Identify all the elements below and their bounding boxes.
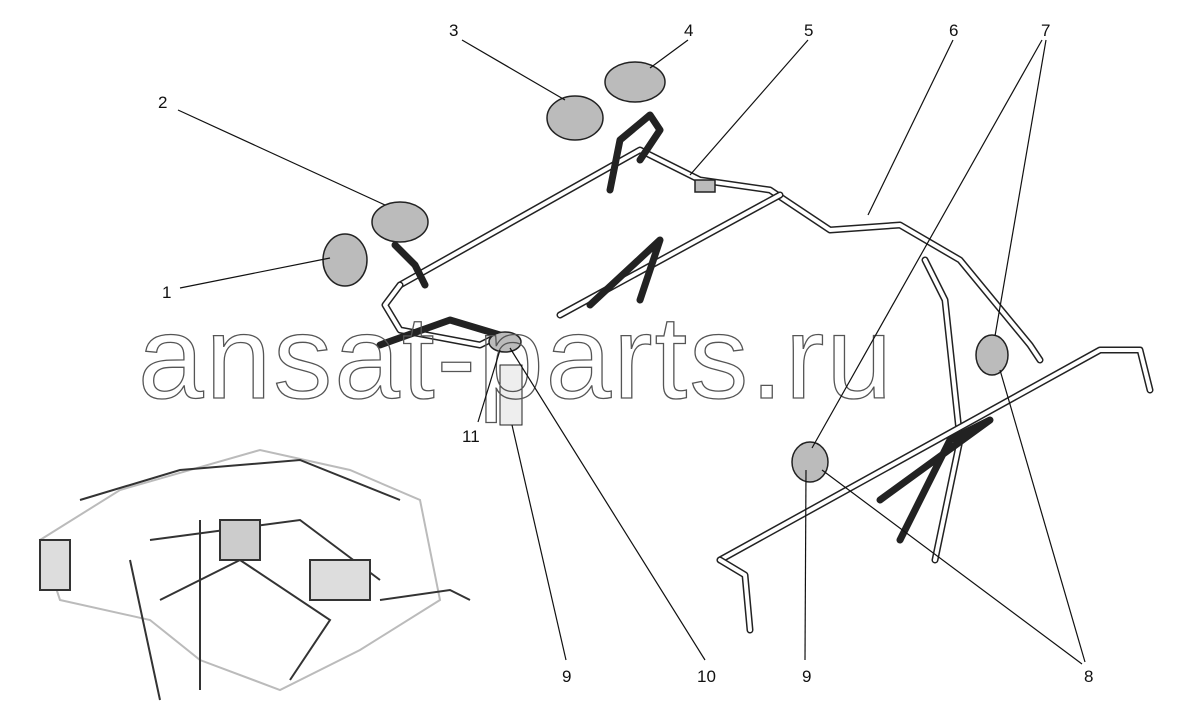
lamp-2 — [371, 201, 429, 243]
callout-9-right: 9 — [802, 667, 811, 686]
roof-harness — [376, 111, 1154, 634]
callout-7: 7 — [1041, 21, 1050, 40]
watermark: ansat-parts.ru — [138, 292, 894, 424]
callout-5: 5 — [804, 21, 813, 40]
inset-vehicle-harness — [38, 448, 471, 701]
speaker-7 — [975, 334, 1009, 376]
callout-10: 10 — [697, 667, 716, 686]
lamp-4 — [604, 61, 666, 103]
callout-8: 8 — [1084, 667, 1093, 686]
speaker-9 — [791, 441, 829, 483]
callout-3: 3 — [449, 21, 458, 40]
grommet-10 — [488, 331, 522, 353]
callout-11: 11 — [462, 427, 480, 446]
lamp-3 — [546, 95, 604, 141]
leader-lines — [177, 39, 1086, 665]
callout-6: 6 — [949, 21, 958, 40]
connector-5 — [694, 179, 716, 193]
callout-9-left: 9 — [562, 667, 571, 686]
callout-2: 2 — [158, 93, 167, 112]
lamp-1 — [322, 233, 368, 287]
callout-4: 4 — [684, 21, 693, 40]
callout-1: 1 — [162, 283, 171, 302]
clip-11 — [499, 364, 523, 426]
